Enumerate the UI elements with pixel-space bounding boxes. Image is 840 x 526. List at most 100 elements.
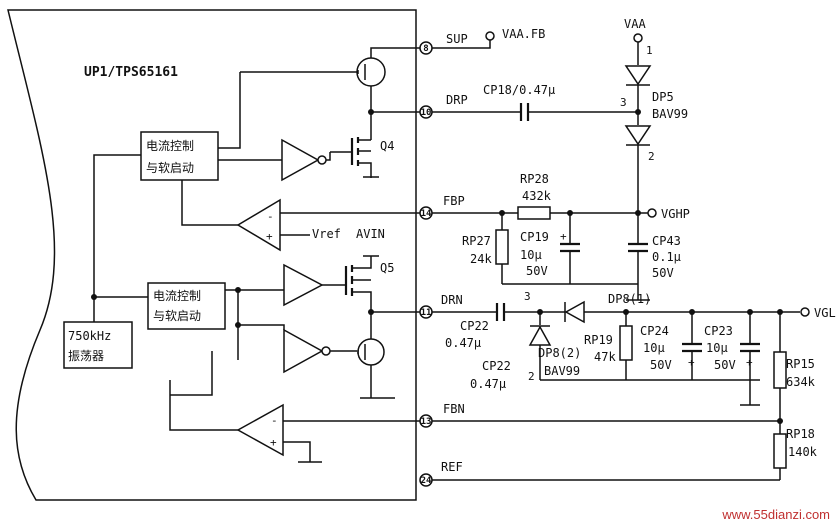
- svg-text:+: +: [560, 230, 567, 243]
- svg-text:电流控制: 电流控制: [153, 289, 201, 303]
- pin-label: REF: [441, 460, 463, 474]
- svg-text:50V: 50V: [652, 266, 674, 280]
- svg-text:与软启动: 与软启动: [153, 309, 201, 323]
- current-control-block-2: 电流控制 与软启动: [147, 282, 226, 330]
- svg-text:2: 2: [648, 150, 655, 163]
- svg-text:10μ: 10μ: [643, 341, 665, 355]
- svg-text:+: +: [266, 230, 273, 243]
- svg-text:CP23: CP23: [704, 324, 733, 338]
- svg-text:750kHz: 750kHz: [68, 329, 111, 343]
- pin-drp: 10 DRP: [419, 93, 468, 119]
- svg-text:24k: 24k: [470, 252, 492, 266]
- pin-fbn: 13 FBN: [419, 402, 465, 428]
- svg-text:CP43: CP43: [652, 234, 681, 248]
- svg-text:24: 24: [421, 476, 432, 486]
- svg-text:RP15: RP15: [786, 357, 815, 371]
- svg-text:1: 1: [646, 44, 653, 57]
- dp8-pin3: 3: [524, 290, 531, 303]
- pin-sup: 8 SUP: [419, 32, 468, 55]
- svg-text:13: 13: [421, 417, 432, 427]
- svg-text:10: 10: [421, 108, 432, 118]
- svg-text:RP28: RP28: [520, 172, 549, 186]
- pin-label: DRN: [441, 293, 463, 307]
- diode-dp8-2: 2 DP8(2) BAV99 CP22 0.47μ: [470, 312, 581, 391]
- current-control-block-1: 电流控制 与软启动: [140, 131, 219, 181]
- svg-text:47k: 47k: [594, 350, 616, 364]
- svg-text:与软启动: 与软启动: [146, 161, 194, 175]
- svg-text:DP5: DP5: [652, 90, 674, 104]
- svg-text:RP18: RP18: [786, 427, 815, 441]
- vref-label: Vref: [312, 227, 341, 241]
- net-vaa-fb: VAA.FB: [502, 27, 545, 41]
- resistor-rp19: RP19 47k: [584, 312, 633, 380]
- svg-text:BAV99: BAV99: [544, 364, 580, 378]
- diode-dp5: 1 3 2 DP5 BAV99: [620, 44, 688, 213]
- svg-text:10μ: 10μ: [706, 341, 728, 355]
- q5-mosfet: Q5: [344, 255, 394, 350]
- gate-driver-1: [218, 138, 331, 182]
- q4-label: Q4: [380, 139, 394, 153]
- svg-text:电流控制: 电流控制: [146, 139, 194, 153]
- svg-text:10μ: 10μ: [520, 248, 542, 262]
- svg-text:CP19: CP19: [520, 230, 549, 244]
- svg-text:8: 8: [423, 44, 428, 54]
- svg-text:432k: 432k: [522, 189, 552, 203]
- capacitor-cp18: CP18/0.47μ: [483, 83, 555, 121]
- capacitor-cp22-series: CP22 0.47μ: [445, 303, 506, 350]
- pin-label: DRP: [446, 93, 468, 107]
- net-vgl: VGL: [814, 306, 836, 320]
- pin-fbp: 14 FBP: [419, 194, 465, 220]
- resistor-rp27: RP27 24k: [462, 213, 509, 284]
- gate-driver-3: [238, 324, 357, 374]
- error-amp-fbp: - + Vref AVIN: [181, 180, 420, 252]
- current-source-upper: [356, 57, 386, 87]
- q5-label: Q5: [380, 261, 394, 275]
- pin-drn: 11 DRN: [419, 293, 463, 319]
- svg-text:DP8(2): DP8(2): [538, 346, 581, 360]
- error-amp-fbn: - +: [169, 395, 420, 463]
- resistor-rp15: RP15 634k: [773, 312, 816, 434]
- svg-text:+: +: [270, 436, 277, 449]
- svg-text:BAV99: BAV99: [652, 107, 688, 121]
- svg-text:+: +: [746, 356, 753, 369]
- capacitor-cp43: CP43 0.1μ 50V: [628, 213, 681, 300]
- net-vaa: VAA: [624, 17, 646, 31]
- svg-text:0.47μ: 0.47μ: [470, 377, 506, 391]
- svg-text:CP22: CP22: [482, 359, 511, 373]
- ic-label: UP1/TPS65161: [84, 65, 178, 80]
- svg-text:2: 2: [528, 370, 535, 383]
- svg-text:0.47μ: 0.47μ: [445, 336, 481, 350]
- svg-text:CP24: CP24: [640, 324, 669, 338]
- svg-text:-: -: [267, 210, 274, 223]
- pin-label: SUP: [446, 32, 468, 46]
- svg-text:140k: 140k: [788, 445, 818, 459]
- svg-text:634k: 634k: [786, 375, 816, 389]
- watermark: www.55dianzi.com: [721, 507, 830, 522]
- capacitor-cp19: + CP19 10μ 50V: [520, 213, 580, 284]
- net-vghp: VGHP: [661, 207, 690, 221]
- svg-text:RP19: RP19: [584, 333, 613, 347]
- resistor-rp28: RP28 432k: [517, 172, 552, 220]
- svg-text:+: +: [688, 356, 695, 369]
- svg-text:CP22: CP22: [460, 319, 489, 333]
- svg-text:50V: 50V: [650, 358, 672, 372]
- oscillator-block: 750kHz 振荡器: [63, 321, 133, 369]
- svg-text:振荡器: 振荡器: [68, 349, 104, 363]
- pin-ref: 24 REF: [419, 460, 463, 487]
- pin-label: FBN: [443, 402, 465, 416]
- capacitor-cp23: + CP23 10μ 50V: [704, 312, 760, 406]
- gate-driver-2: [238, 263, 346, 307]
- svg-text:CP18/0.47μ: CP18/0.47μ: [483, 83, 555, 97]
- resistor-rp18: RP18 140k: [773, 427, 818, 480]
- avin-label: AVIN: [356, 227, 385, 241]
- capacitor-cp24: + CP24 10μ 50V: [640, 312, 702, 380]
- svg-text:50V: 50V: [714, 358, 736, 372]
- svg-text:14: 14: [421, 209, 432, 219]
- q4-mosfet: Q4: [330, 137, 394, 178]
- svg-text:50V: 50V: [526, 264, 548, 278]
- current-source-lower: [357, 338, 395, 399]
- pin-label: FBP: [443, 194, 465, 208]
- svg-text:RP27: RP27: [462, 234, 491, 248]
- svg-text:0.1μ: 0.1μ: [652, 250, 681, 264]
